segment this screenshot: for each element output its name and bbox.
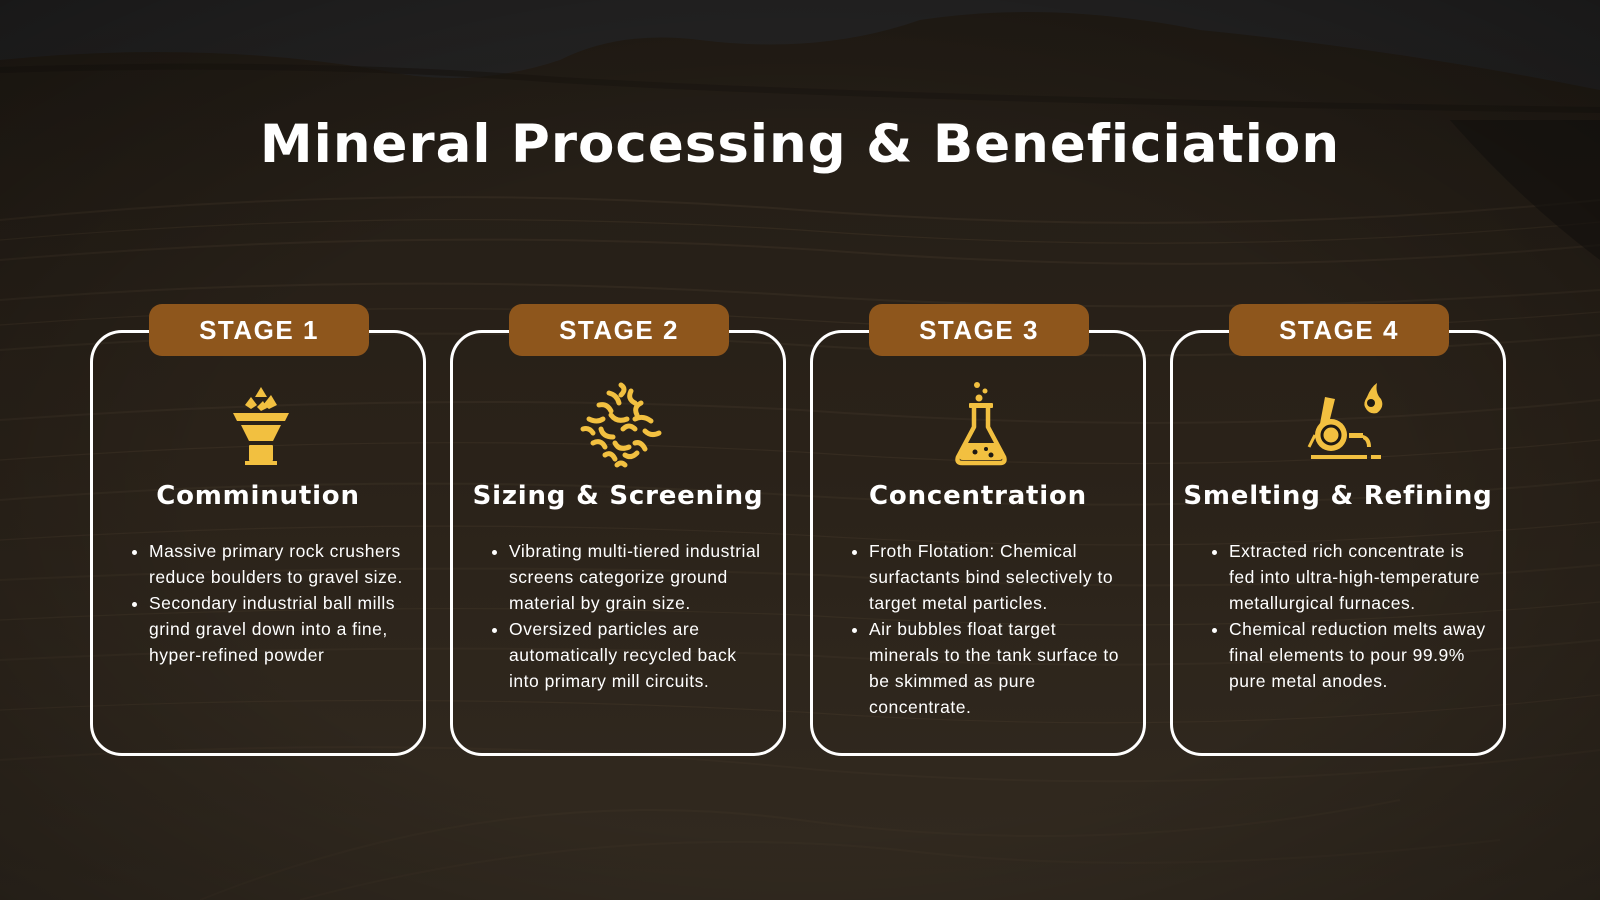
list-item: Secondary industrial ball mills grind gr… (149, 590, 411, 668)
furnace-ladle-icon (1307, 383, 1383, 459)
stage-badge-label: STAGE 1 (199, 314, 319, 345)
list-item: Massive primary rock crushers reduce bou… (149, 538, 411, 590)
stage-badge: STAGE 2 (509, 304, 729, 356)
page-title: Mineral Processing & Beneficiation (259, 114, 1341, 175)
stage-card-3: STAGE 3 Concentration Froth Flotation: C… (810, 304, 1146, 756)
list-item: Air bubbles float target minerals to the… (869, 616, 1131, 720)
stage-badge-label: STAGE 2 (559, 314, 679, 345)
stage-title: Concentration (869, 481, 1087, 511)
stage-card-2: STAGE 2 Sizing & Screening Vibrating mul… (450, 304, 786, 756)
stage-bullet-list: Vibrating multi-tiered industrial screen… (489, 538, 771, 694)
stage-title: Comminution (156, 481, 360, 511)
list-item: Froth Flotation: Chemical surfactants bi… (869, 538, 1131, 616)
stage-card-1: STAGE 1 Comminution Massive primary rock… (90, 304, 426, 756)
stage-title: Sizing & Screening (472, 481, 764, 511)
stage-bullet-list: Froth Flotation: Chemical surfactants bi… (849, 538, 1131, 720)
stage-badge-label: STAGE 4 (1279, 314, 1399, 345)
stage-badge: STAGE 1 (149, 304, 369, 356)
crusher-icon (233, 387, 289, 465)
flask-icon (955, 382, 1007, 466)
stage-bullet-list: Extracted rich concentrate is fed into u… (1209, 538, 1491, 694)
list-item: Chemical reduction melts away final elem… (1229, 616, 1491, 694)
list-item: Oversized particles are automatically re… (509, 616, 771, 694)
stage-badge: STAGE 4 (1229, 304, 1449, 356)
stage-bullet-list: Massive primary rock crushers reduce bou… (129, 538, 411, 668)
stage-badge-label: STAGE 3 (919, 314, 1039, 345)
list-item: Extracted rich concentrate is fed into u… (1229, 538, 1491, 616)
stage-card-4: STAGE 4 Smelting & Refining Extracted ri… (1170, 304, 1506, 756)
stage-badge: STAGE 3 (869, 304, 1089, 356)
list-item: Vibrating multi-tiered industrial screen… (509, 538, 771, 616)
granules-icon (580, 382, 662, 468)
stage-title: Smelting & Refining (1183, 481, 1493, 511)
